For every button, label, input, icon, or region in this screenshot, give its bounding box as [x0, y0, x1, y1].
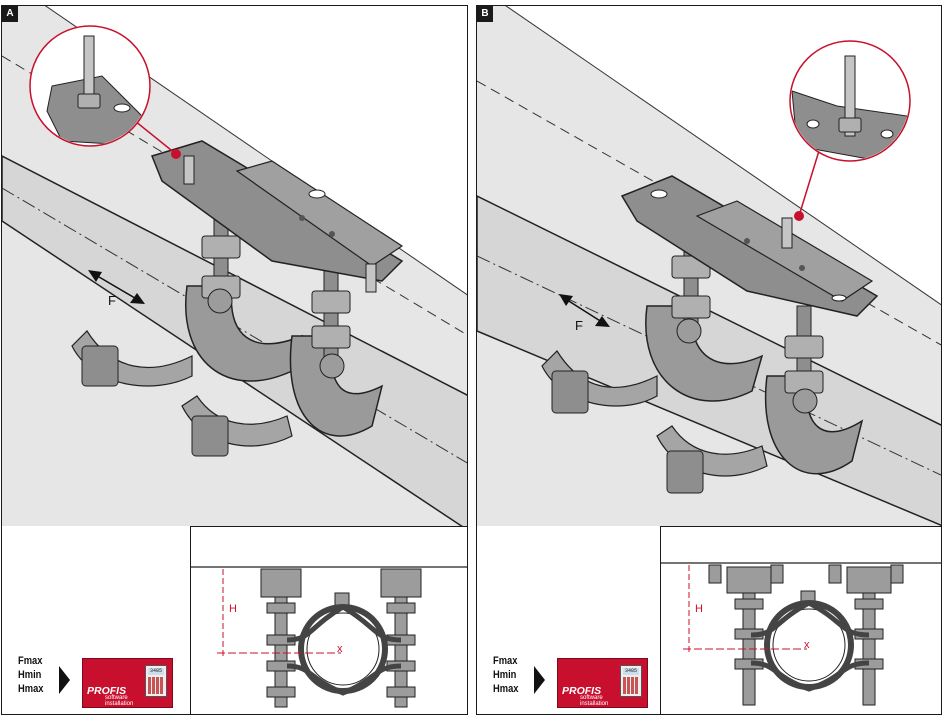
calculator-screen: 3485	[148, 668, 164, 675]
detail-marker-icon	[794, 211, 804, 221]
param-fmax: Fmax	[493, 655, 518, 667]
panel-tag-a: A	[2, 6, 18, 22]
calculator-icon: 3485	[145, 665, 167, 697]
arrow-right-icon	[534, 666, 545, 694]
force-label: F	[575, 318, 583, 333]
section-view-inset-b: H x	[660, 526, 941, 714]
param-hmin: Hmin	[18, 669, 42, 681]
param-list-a: Fmax Hmin Hmax	[18, 654, 48, 696]
detail-marker-icon	[171, 149, 181, 159]
section-view-inset-a: H x	[190, 526, 467, 714]
panel-b: B	[476, 5, 942, 715]
profis-name: PROFIS	[562, 685, 602, 697]
axis-label: x	[337, 643, 343, 655]
calculator-screen: 3485	[623, 668, 639, 675]
section-view-drawing-a	[191, 566, 467, 708]
pipe-hanger-illustration-b	[477, 6, 941, 526]
param-hmax: Hmax	[493, 683, 519, 695]
height-label: H	[229, 603, 237, 615]
calculator-icon: 3485	[620, 665, 642, 697]
height-label: H	[695, 603, 703, 615]
param-list-b: Fmax Hmin Hmax	[493, 654, 523, 696]
arrow-right-icon	[59, 666, 70, 694]
pipe-hanger-illustration-a	[2, 6, 467, 526]
section-view-drawing-b	[661, 562, 941, 706]
panel-tag-b: B	[477, 6, 493, 22]
profis-name: PROFIS	[87, 685, 127, 697]
panel-a: A	[1, 5, 468, 715]
param-fmax: Fmax	[18, 655, 43, 667]
param-hmin: Hmin	[493, 669, 517, 681]
force-label: F	[108, 293, 116, 308]
param-hmax: Hmax	[18, 683, 44, 695]
axis-label: x	[804, 639, 810, 651]
